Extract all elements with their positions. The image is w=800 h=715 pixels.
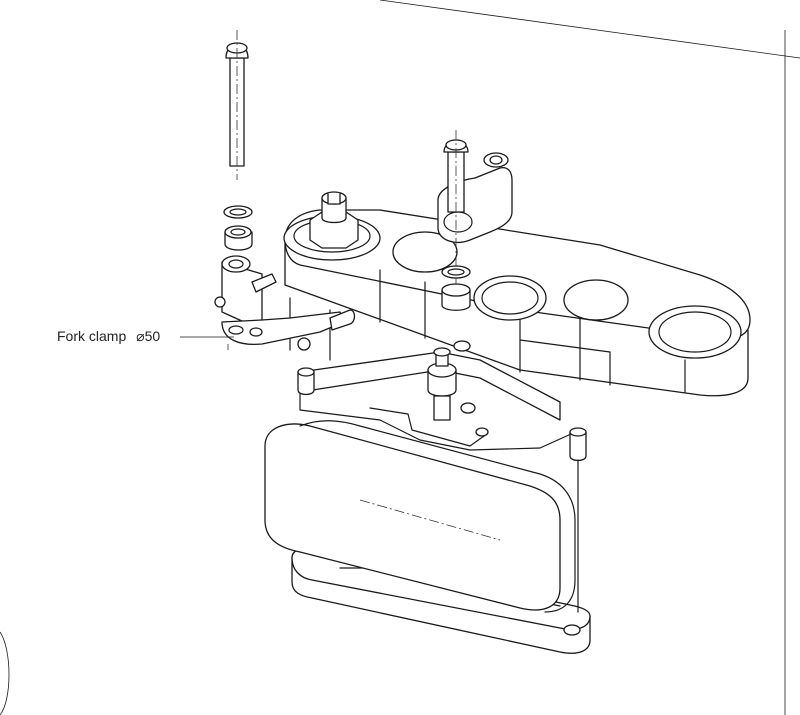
diameter-value: 50: [144, 328, 161, 344]
center-bracket: [297, 340, 587, 613]
fork-clamp-part: [214, 255, 356, 351]
top-clamp-plate: [284, 209, 751, 397]
washer-stack: [223, 205, 253, 251]
long-bolt: [225, 30, 249, 180]
fork-clamp-callout: Fork clamp ⌀50: [57, 328, 160, 345]
fork-clamp-label: Fork clamp: [57, 328, 127, 344]
riser-clamp: [437, 130, 513, 311]
stem-nut: [283, 191, 381, 261]
diameter-symbol: ⌀: [136, 328, 145, 344]
rounded-block: [264, 420, 576, 613]
